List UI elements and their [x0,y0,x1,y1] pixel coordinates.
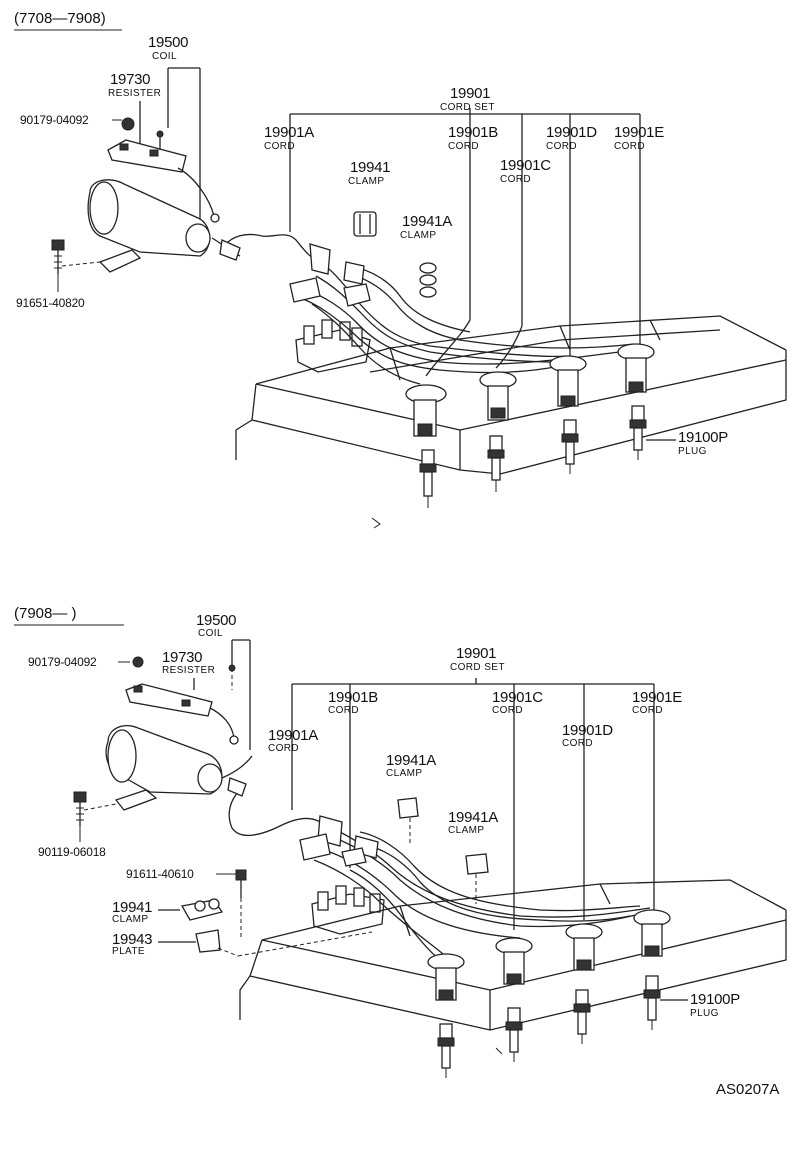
plate-19943 [158,929,373,957]
cord-b-number: 19901B [328,689,378,706]
clamp-a1-number: 19941A [386,752,436,769]
bolt-number: 90119-06018 [38,845,106,859]
cord-e-number: 19901E [632,689,682,706]
cord-c-name: CORD [492,705,524,716]
cord-bundle-top [289,243,635,385]
clamp-number: 19941 [112,899,153,916]
cord-c-number: 19901C [492,689,543,706]
cord-b-name: CORD [328,705,360,716]
cord-boots-top [405,343,655,437]
resister-number: 19730 [162,649,203,666]
clamp-a1-name: CLAMP [386,768,423,779]
cord-c-name: CORD [500,174,532,185]
cord-bundle-bottom [299,815,651,961]
clamp-number: 19941 [350,159,391,176]
bolt-top [51,239,101,292]
clamp-name: CLAMP [112,914,149,925]
cord-b-name: CORD [448,141,480,152]
coil-top [87,167,241,273]
cord-a-name: CORD [268,743,300,754]
drawing-code: AS0207A [716,1081,780,1098]
resister-top [107,117,187,173]
cord-set-number: 19901 [456,645,497,662]
nut-number: 90179-04092 [28,655,97,669]
resister-number: 19730 [110,71,151,88]
cord-e-name: CORD [632,705,664,716]
date-range-top: (7708—7908) [14,10,106,27]
clamp-a-number: 19941A [402,213,452,230]
plate-number: 19943 [112,931,153,948]
bolt-bottom [73,791,117,842]
plug-name: PLUG [690,1008,719,1019]
clamp-name: CLAMP [348,176,385,187]
clamp-a-name: CLAMP [400,230,437,241]
engine-head-bottom [239,879,787,1031]
coil-name: COIL [198,628,223,639]
cord-d-number: 19901D [546,124,597,141]
clamp-a2-name: CLAMP [448,825,485,836]
resister-bottom [125,683,239,745]
top-section-linework [14,29,787,529]
plug-number: 19100P [690,991,740,1008]
cord-e-name: CORD [614,141,646,152]
bottom-section-linework [14,624,787,1078]
cord-a-number: 19901A [268,727,318,744]
cord-boots-bottom [427,909,671,1001]
distributor-bottom [311,885,385,935]
cord-a-number: 19901A [264,124,314,141]
nut-number: 90179-04092 [20,113,89,127]
cord-set-name: CORD SET [440,102,495,113]
cord-e-number: 19901E [614,124,664,141]
clamp-19941-bottom [158,898,224,921]
clamp-bolt-number: 91611-40610 [126,867,194,881]
spark-plugs-bottom [437,975,688,1078]
date-range-bottom: (7908— ) [14,605,77,622]
clamp-19941-top [353,211,377,237]
engine-head-top [235,315,787,475]
bolt-91611 [216,869,247,940]
resister-name: RESISTER [162,665,216,676]
spark-plugs-top [419,405,676,508]
cord-set-number: 19901 [450,85,491,102]
plate-name: PLATE [112,946,145,957]
clamp-a2-number: 19941A [448,809,498,826]
coil-name: COIL [152,51,177,62]
cord-c-number: 19901C [500,157,551,174]
cord-b-number: 19901B [448,124,498,141]
coil-bottom [105,725,253,811]
cord-d-name: CORD [562,738,594,749]
cord-a-name: CORD [264,141,296,152]
clamp-19941a-bottom-1 [397,797,419,846]
plug-name: PLUG [678,446,707,457]
coil-number: 19500 [148,34,189,51]
cord-set-name: CORD SET [450,662,505,673]
coil-number: 19500 [196,612,237,629]
clamp-19941a-top [419,262,437,298]
cord-d-number: 19901D [562,722,613,739]
bolt-number: 91651-40820 [16,296,85,310]
plug-number: 19100P [678,429,728,446]
cord-d-name: CORD [546,141,578,152]
resister-name: RESISTER [108,88,162,99]
